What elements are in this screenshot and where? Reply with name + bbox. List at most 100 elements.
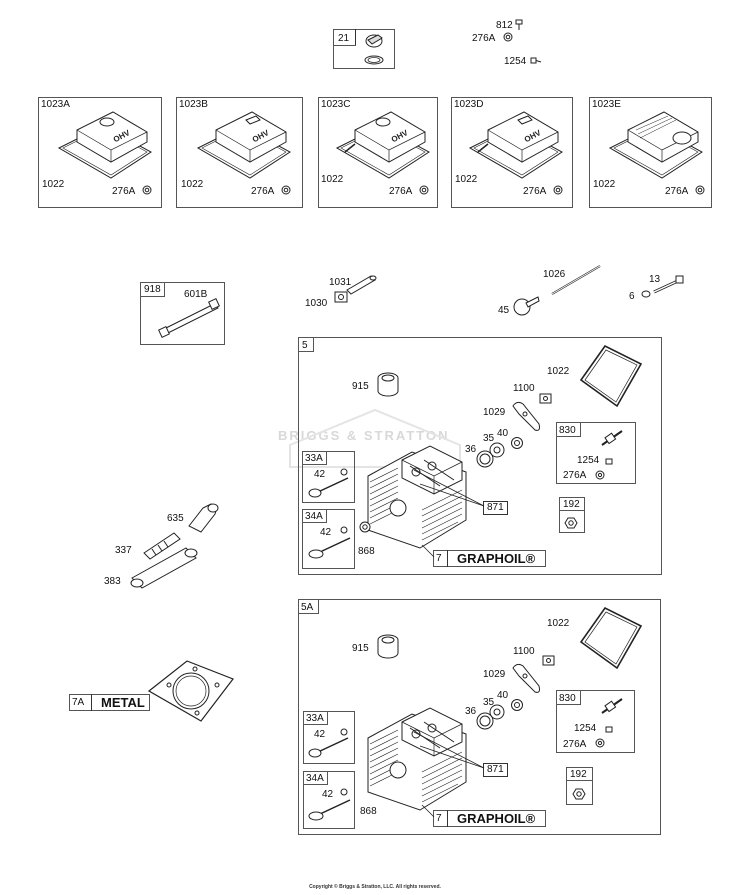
part-1029-label: 1029 xyxy=(483,669,506,680)
spark-plug-icon xyxy=(140,525,186,561)
rocker-stud-icon xyxy=(596,691,636,751)
part-7-label: 7 xyxy=(436,553,442,564)
part-918-label-box xyxy=(140,282,165,297)
cover-id-label: 1023B xyxy=(179,99,208,110)
part-871-tag: 871 xyxy=(483,763,508,777)
part-35-label: 35 xyxy=(483,697,495,708)
part-36-label: 36 xyxy=(465,706,477,717)
head-gasket-icon xyxy=(143,655,239,727)
cylinder-head-icon xyxy=(358,436,470,556)
head-5a-id-box xyxy=(298,599,319,614)
cover-nut-icon xyxy=(142,185,152,195)
cover-box-1023a xyxy=(38,97,162,208)
part-830-label-box xyxy=(556,422,581,437)
part-830-label-box xyxy=(556,690,581,705)
part-33a-box xyxy=(302,451,355,503)
head-assembly-5a-box xyxy=(298,599,661,835)
intake-valve-icon xyxy=(306,522,354,562)
cover-gasket-icon xyxy=(575,342,645,410)
part-34a-label: 34A xyxy=(305,511,323,522)
part-7-divider xyxy=(447,550,448,567)
rocker-stud-icon xyxy=(596,423,636,483)
cover-gasket-label: 1022 xyxy=(593,179,616,190)
valve-cover-icon: OHV xyxy=(333,108,433,188)
part-1254-label: 1254 xyxy=(577,455,600,466)
rocker-arm-icon xyxy=(509,662,545,696)
part-192-box xyxy=(566,767,593,805)
part-42b-label: 42 xyxy=(320,527,332,538)
part-7-leader xyxy=(422,545,436,559)
valve-cover-icon: OHV xyxy=(466,108,566,188)
part-1022-label: 1022 xyxy=(547,366,570,377)
cover-nut-icon xyxy=(553,185,563,195)
cover-nut-label: 276A xyxy=(389,186,413,197)
cover-id-label: 1023A xyxy=(41,99,70,110)
part-33a-label: 33A xyxy=(305,453,323,464)
part-7a-tag-box xyxy=(69,694,150,711)
graphoil-label: GRAPHOIL® xyxy=(457,811,536,826)
part-21-divider xyxy=(355,29,356,46)
head-5-id-box xyxy=(298,337,314,352)
part-871-leaders xyxy=(410,460,490,510)
part-1022-label: 1022 xyxy=(547,618,570,629)
cover-nut-label: 276A xyxy=(112,186,136,197)
part-42-label: 42 xyxy=(314,469,326,480)
part-13-label: 13 xyxy=(649,274,661,285)
cover-gasket-label: 1022 xyxy=(321,174,344,185)
spring-retainer-icon xyxy=(488,441,506,459)
valve-cover-icon: OHV xyxy=(194,108,294,188)
cover-id-label: 1023E xyxy=(592,99,621,110)
cover-nut-label: 276A xyxy=(251,186,275,197)
valve-spring-retainer-icon xyxy=(374,633,404,661)
part-7-label: 7 xyxy=(436,813,442,824)
part-276a-label: 276A xyxy=(563,470,587,481)
part-337-label: 337 xyxy=(115,545,132,556)
part-868-label: 868 xyxy=(360,806,377,817)
spark-plug-boot-icon xyxy=(185,500,221,540)
spring-retainer-icon xyxy=(488,703,506,721)
valve-cover-icon xyxy=(606,108,706,188)
intake-valve-icon xyxy=(306,784,354,824)
part-830-box xyxy=(556,690,635,753)
part-21-label: 21 xyxy=(338,33,350,44)
part-7-divider xyxy=(447,810,448,827)
part-40-label: 40 xyxy=(497,690,509,701)
valve-tappet-icon xyxy=(512,293,540,319)
cover-nut-label: 276A xyxy=(523,186,547,197)
part-7a-divider xyxy=(91,694,92,711)
cylinder-head-icon xyxy=(358,698,470,818)
part-1100-label: 1100 xyxy=(513,646,535,657)
part-276a-nut-icon xyxy=(503,32,513,42)
valve-keeper-icon xyxy=(510,436,524,450)
part-830-box xyxy=(556,422,636,484)
part-192-nut-icon xyxy=(570,786,588,802)
cover-nut-icon xyxy=(281,185,291,195)
valve-keeper-icon xyxy=(510,698,524,712)
cover-box-1023d xyxy=(451,97,573,208)
part-21-label-box xyxy=(333,29,356,46)
valve-spring-icon xyxy=(474,448,496,470)
rocker-arm-icon xyxy=(509,400,545,434)
cover-nut-icon xyxy=(419,185,429,195)
part-7-tag-box xyxy=(433,550,546,567)
cover-gasket-label: 1022 xyxy=(42,179,65,190)
part-276a-label: 276A xyxy=(472,33,496,44)
part-192-nut-icon xyxy=(562,515,580,531)
part-42b-label: 42 xyxy=(322,789,334,800)
copyright-notice: Copyright © Briggs & Stratton, LLC. All … xyxy=(309,884,441,890)
part-812-screw-icon xyxy=(514,19,524,31)
pushrod-icon xyxy=(548,262,604,298)
part-918-label: 918 xyxy=(144,284,161,295)
cover-nut-icon xyxy=(695,185,705,195)
head-assembly-5-box xyxy=(298,337,662,575)
part-383-label: 383 xyxy=(104,576,121,587)
part-192-box xyxy=(559,497,585,533)
part-601b-label: 601B xyxy=(184,289,208,300)
part-830-label: 830 xyxy=(559,425,576,436)
pushrod-guide-pin-icon xyxy=(331,270,379,306)
part-7-leader xyxy=(422,805,436,819)
cover-box-1023b xyxy=(176,97,303,208)
part-915-label: 915 xyxy=(352,381,369,392)
valve-cover-icon: OHV xyxy=(55,108,155,188)
part-7-tag-box xyxy=(433,810,546,827)
